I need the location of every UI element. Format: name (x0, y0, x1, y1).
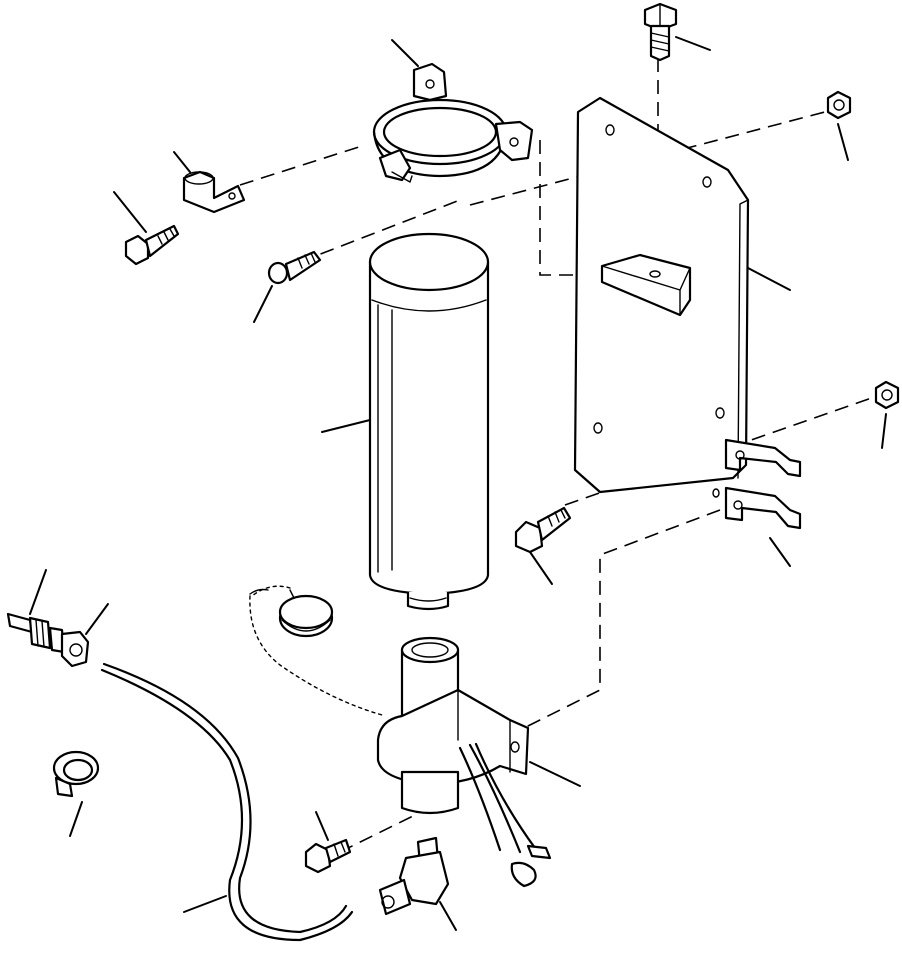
leader-bolt-left (113, 191, 147, 233)
leader-clip (173, 151, 191, 173)
leader-nut-upper-right (837, 123, 849, 161)
fitting-left (6, 612, 90, 668)
leader-bracket-clip (769, 537, 791, 567)
tube (100, 662, 354, 942)
bolt-middle (514, 506, 572, 554)
leader-nut-lower-right (881, 413, 887, 449)
hose-clamp-small (52, 750, 100, 798)
leader-fitting-left-a (29, 569, 47, 615)
mounting-plate (573, 96, 750, 498)
leader-mounting-plate (747, 267, 791, 291)
leader-bolt-lower (315, 811, 329, 841)
leader-hose-clamp-small (69, 801, 83, 837)
hose-clamp-top (372, 62, 534, 183)
clip (182, 170, 246, 214)
nut-lower-right (874, 380, 900, 410)
bolt-top (643, 2, 678, 62)
leader-hose-clamp-top (391, 39, 419, 67)
receiver-drier (368, 232, 490, 611)
leader-tube (183, 895, 227, 913)
leader-elbow-fitting (439, 901, 457, 931)
switch-housing (376, 636, 552, 888)
leader-fitting-left-b (85, 603, 109, 635)
nut-upper-right (826, 90, 852, 120)
leader-switch-housing (529, 761, 581, 787)
leader-receiver-drier (321, 419, 371, 433)
plate-bracket-upper (724, 438, 802, 478)
leader-bolt-middle (529, 551, 553, 585)
bolt-upper (267, 250, 322, 285)
dust-cap-with-chain (249, 585, 383, 716)
elbow-fitting (378, 836, 450, 916)
bolt-left (124, 224, 180, 266)
bracket-clip (724, 486, 802, 530)
bolt-lower (304, 838, 352, 874)
leader-bolt-top (675, 36, 711, 51)
leader-bolt-upper (253, 285, 273, 323)
